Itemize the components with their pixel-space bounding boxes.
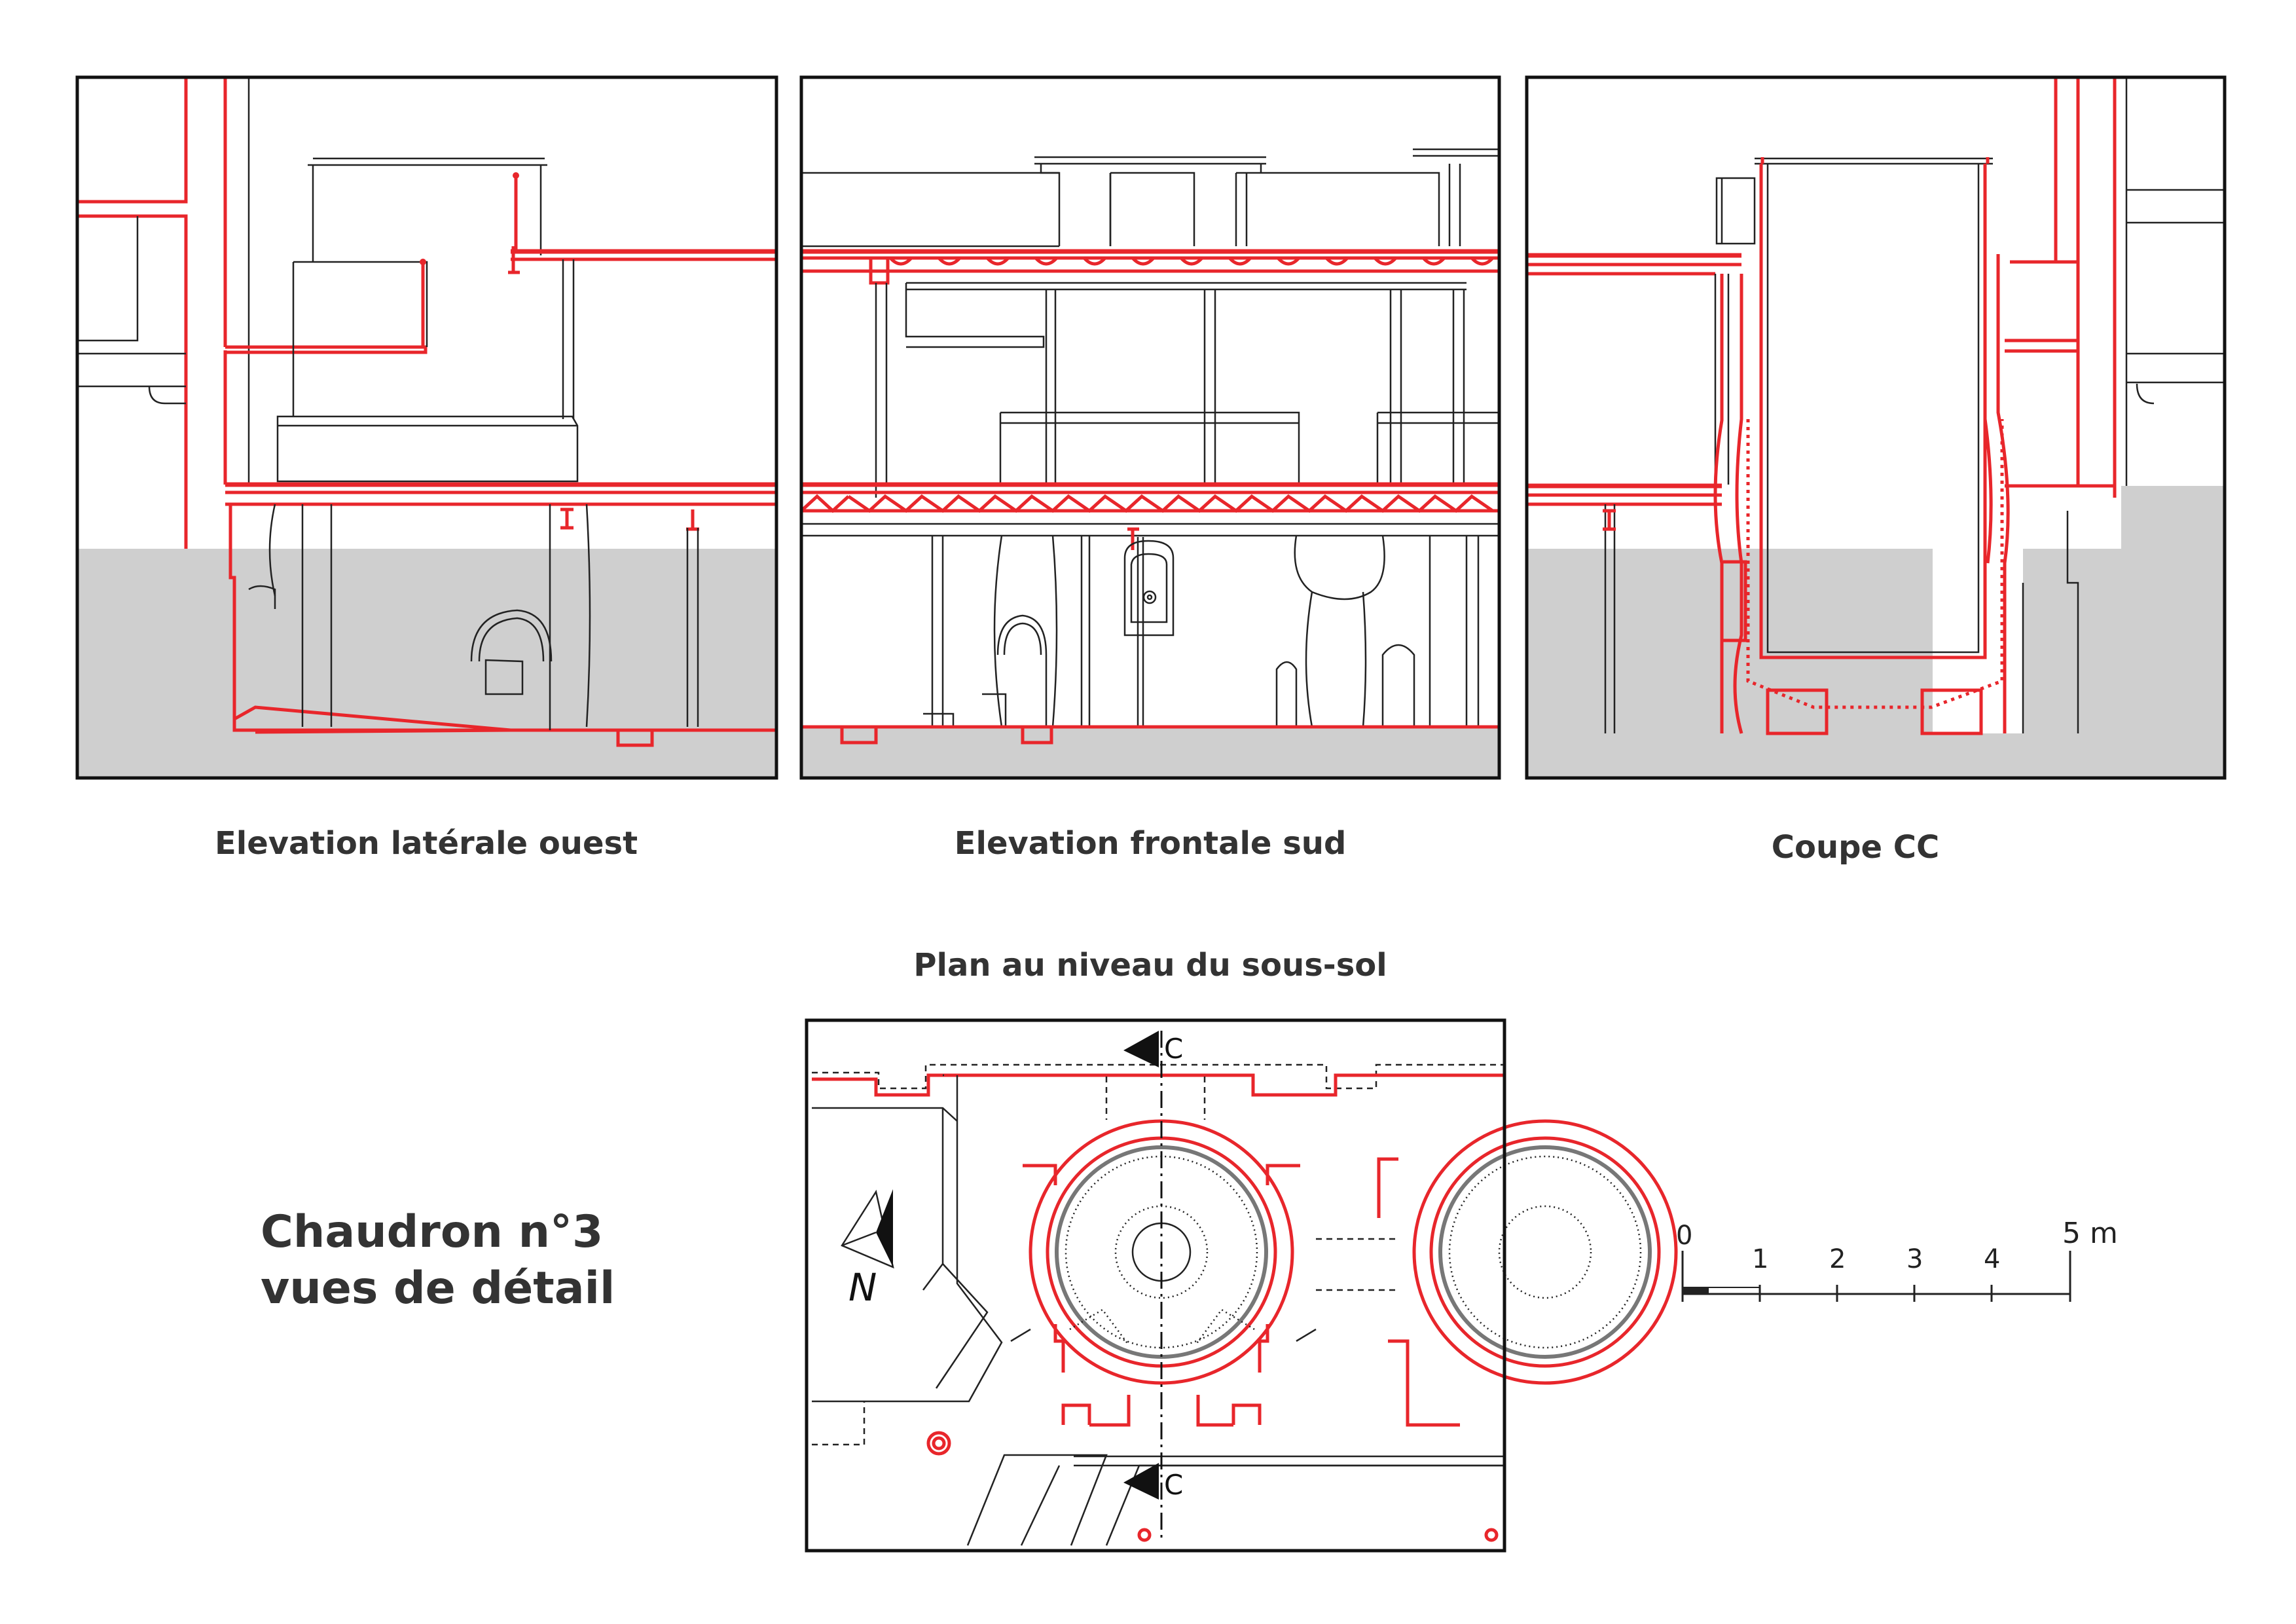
scale-tick-0: 0 bbox=[1676, 1221, 1692, 1251]
panel-section-cc bbox=[1525, 75, 2227, 780]
caption-plan: Plan au niveau du sous-sol bbox=[913, 947, 1387, 984]
caption-section-cc: Coupe CC bbox=[1772, 829, 1939, 866]
caption-south-elevation: Elevation frontale sud bbox=[955, 825, 1347, 862]
section-marker-top: C bbox=[1164, 1033, 1183, 1065]
scale-tick-4: 4 bbox=[1984, 1244, 2000, 1274]
west-scalloped-slab-upper bbox=[889, 257, 1494, 266]
panel-basement-plan: C C N bbox=[805, 1018, 1678, 1553]
title-line-1: Chaudron n°3 bbox=[261, 1206, 603, 1258]
panel-south-elevation bbox=[799, 75, 1501, 780]
section-marker-bottom: C bbox=[1164, 1469, 1183, 1501]
panel-west-elevation bbox=[75, 75, 778, 780]
scale-tick-1: 1 bbox=[1752, 1244, 1768, 1274]
caption-west-elevation: Elevation latérale ouest bbox=[215, 825, 638, 862]
scale-tick-3: 3 bbox=[1906, 1244, 1923, 1274]
scale-bar: 0 1 2 3 4 5 m bbox=[1676, 1217, 2118, 1302]
boiler-plan-2 bbox=[1377, 1119, 1678, 1427]
scale-tick-2: 2 bbox=[1829, 1244, 1846, 1274]
boiler-plan-1 bbox=[1010, 1119, 1317, 1427]
north-label: N bbox=[848, 1265, 877, 1310]
title-line-2: vues de détail bbox=[261, 1263, 615, 1314]
scale-end-label: 5 m bbox=[2062, 1217, 2118, 1250]
